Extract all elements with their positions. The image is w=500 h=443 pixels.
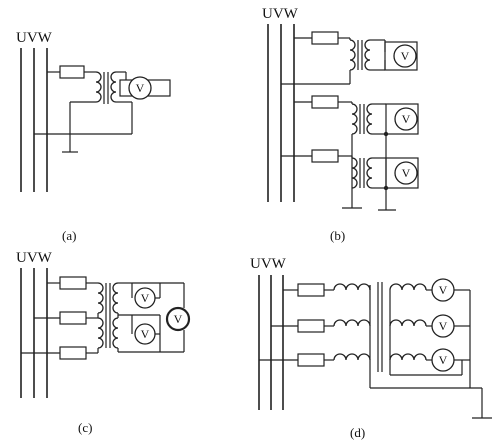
panel-c-voltmeter-3 — [165, 306, 191, 332]
panel-d-secondary-coil-1 — [389, 283, 427, 291]
panel-c-secondary-coil-1 — [112, 282, 119, 314]
panel-b-primary-coil-1 — [349, 39, 356, 71]
panel-d-voltmeter-1-label: V — [439, 283, 448, 297]
panel-a-primary-coil — [95, 71, 102, 103]
panel-b-fuse-2 — [311, 95, 339, 109]
panel-d-phase-label: UVW — [250, 256, 287, 272]
panel-b-secondary-coil-3 — [366, 157, 373, 189]
panel-d-caption: (d) — [350, 425, 365, 440]
panel-c: UVW V V — [16, 250, 191, 435]
panel-b-voltmeter-2 — [394, 107, 418, 131]
panel-c-voltmeter-1-label: V — [141, 291, 150, 305]
panel-c-primary-coil-1 — [97, 282, 104, 314]
panel-d-secondary-coil-3 — [389, 353, 427, 361]
panel-b-fuse-1 — [311, 31, 339, 45]
panel-c-phase-label: UVW — [16, 250, 53, 266]
panel-b-voltmeter-2-label: V — [402, 112, 411, 126]
panel-b-voltmeter-3 — [394, 161, 418, 185]
panel-c-fuse-1 — [59, 276, 87, 290]
panel-d-voltmeter-3-label: V — [439, 353, 448, 367]
panel-b-voltmeter-3-label: V — [402, 166, 411, 180]
panel-c-fuse-3 — [59, 346, 87, 360]
panel-b-caption: (b) — [330, 228, 345, 243]
panel-b-phase-label: UVW — [262, 6, 299, 22]
panel-b-secondary-coil-2 — [366, 103, 373, 135]
panel-d-fuse-2 — [297, 319, 325, 333]
panel-b: UVW V V — [262, 6, 419, 243]
panel-d-voltmeter-2-label: V — [439, 319, 448, 333]
panel-a-voltmeter — [128, 76, 152, 100]
panel-b-primary-coil-3 — [351, 157, 358, 189]
panel-d-primary-coil-1 — [333, 283, 371, 291]
panel-c-voltmeter-2-label: V — [141, 327, 150, 341]
panel-d-fuse-3 — [297, 353, 325, 367]
panel-b-primary-coil-2 — [351, 103, 358, 135]
panel-a-voltmeter-label: V — [136, 81, 145, 95]
panel-d-primary-coil-3 — [333, 353, 371, 361]
panel-b-fuse-3 — [311, 149, 339, 163]
panel-c-voltmeter-3-label: V — [174, 312, 183, 326]
panel-b-voltmeter-1 — [393, 44, 417, 68]
panel-a-fuse — [59, 65, 85, 79]
panel-a: UVW V (a) — [16, 30, 171, 243]
panel-a-secondary-coil — [110, 71, 117, 103]
panel-a-phase-label: UVW — [16, 30, 53, 46]
panel-d-primary-coil-2 — [333, 319, 371, 327]
panel-d-secondary-coil-2 — [389, 319, 427, 327]
panel-c-fuse-2 — [59, 311, 87, 325]
panel-c-secondary-coil-2 — [112, 317, 119, 349]
panel-c-caption: (c) — [78, 420, 92, 435]
panel-b-secondary-coil-1 — [364, 39, 371, 71]
panel-d: UVW V V — [250, 256, 492, 440]
panel-d-fuse-1 — [297, 283, 325, 297]
panel-c-primary-coil-2 — [97, 317, 104, 349]
panel-a-caption: (a) — [62, 228, 76, 243]
panel-b-voltmeter-1-label: V — [401, 49, 410, 63]
